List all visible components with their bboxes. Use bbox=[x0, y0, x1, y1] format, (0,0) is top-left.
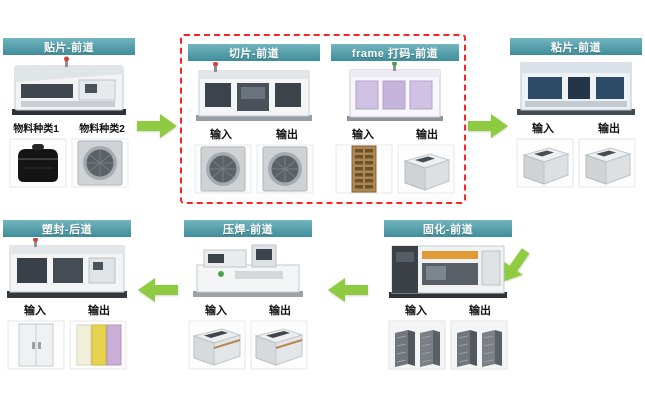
frame-laser-marking-machine-image bbox=[331, 61, 459, 125]
input-label: 输入 bbox=[532, 122, 554, 135]
die-bonder-machine-image bbox=[510, 55, 642, 119]
smt-mounter-machine-icon bbox=[9, 56, 129, 118]
station-title: 塑封-后道 bbox=[3, 220, 131, 237]
input-label: 输入 bbox=[205, 304, 227, 317]
station-title: 切片-前道 bbox=[188, 44, 320, 61]
wire-bonder-machine-image bbox=[184, 237, 312, 301]
io-label-row: 输入 输出 bbox=[3, 301, 131, 318]
flow-arrow-1 bbox=[137, 112, 177, 145]
colored-panel-stack-image bbox=[69, 320, 127, 370]
input-label: 物料种类1 bbox=[13, 124, 59, 135]
input-label: 输入 bbox=[405, 304, 427, 317]
dark-magazine-rack-image bbox=[450, 320, 508, 370]
io-label-row: 输入 输出 bbox=[184, 301, 312, 318]
smt-mounter-machine-image bbox=[3, 55, 135, 119]
arrow-left-icon bbox=[328, 276, 368, 304]
io-thumbnails bbox=[331, 144, 459, 196]
io-thumbnails bbox=[184, 320, 312, 372]
io-label-row: 输入 输出 bbox=[331, 125, 459, 142]
output-label: 输出 bbox=[269, 304, 291, 317]
curing-oven-machine-image bbox=[384, 237, 512, 301]
lead-frame-strip-image bbox=[335, 144, 393, 194]
arrow-right-icon bbox=[468, 112, 508, 140]
arrow-left-icon bbox=[138, 276, 178, 304]
station-title: 固化-前道 bbox=[384, 220, 512, 237]
output-label: 输出 bbox=[598, 122, 620, 135]
highlight-dashed-box bbox=[180, 34, 466, 204]
station-title: 压焊-前道 bbox=[184, 220, 312, 237]
die-bonder-machine-icon bbox=[516, 56, 636, 118]
wire-bonder-machine-icon bbox=[191, 238, 305, 300]
io-thumbnails bbox=[384, 320, 512, 372]
output-label: 输出 bbox=[276, 128, 298, 141]
io-label-row: 输入 输出 bbox=[510, 119, 642, 136]
station-wire-bonding: 压焊-前道 输入 输出 bbox=[184, 220, 312, 372]
black-carrier-bag-image bbox=[9, 138, 67, 188]
input-label: 输入 bbox=[352, 128, 374, 141]
dicing-saw-machine-image bbox=[188, 61, 320, 125]
output-label: 物料种类2 bbox=[79, 124, 125, 135]
flow-arrow-5 bbox=[138, 276, 178, 309]
magazine-box-image bbox=[516, 138, 574, 188]
io-thumbnails bbox=[510, 138, 642, 190]
dark-magazine-rack-image bbox=[388, 320, 446, 370]
arrow-right-icon bbox=[137, 112, 177, 140]
input-label: 输入 bbox=[210, 128, 232, 141]
flow-arrow-4 bbox=[328, 276, 368, 309]
white-cabinet-image bbox=[7, 320, 65, 370]
io-label-row: 输入 输出 bbox=[384, 301, 512, 318]
io-label-row: 物料种类1 物料种类2 bbox=[3, 119, 135, 136]
station-title: frame 打码-前道 bbox=[331, 44, 459, 61]
station-curing: 固化-前道 输入 输出 bbox=[384, 220, 512, 372]
magazine-box-image bbox=[578, 138, 636, 188]
station-die-bonding: 粘片-前道 输入 输出 bbox=[510, 38, 642, 190]
io-label-row: 输入 输出 bbox=[188, 125, 320, 142]
curing-oven-machine-icon bbox=[388, 238, 508, 300]
frame-laser-marking-machine-icon bbox=[345, 62, 445, 124]
wafer-film-frame-image bbox=[71, 138, 129, 188]
wafer-film-frame-image bbox=[194, 144, 252, 194]
output-label: 输出 bbox=[469, 304, 491, 317]
io-thumbnails bbox=[3, 138, 135, 190]
slot-carrier-box-image bbox=[188, 320, 246, 370]
flow-arrow-2 bbox=[468, 112, 508, 145]
io-thumbnails bbox=[3, 320, 131, 372]
station-dicing: 切片-前道 输入 输出 bbox=[188, 44, 320, 196]
molding-machine-image bbox=[3, 237, 131, 301]
wafer-film-frame-image bbox=[256, 144, 314, 194]
slot-carrier-box-image bbox=[250, 320, 308, 370]
station-title: 贴片-前道 bbox=[3, 38, 135, 55]
input-label: 输入 bbox=[24, 304, 46, 317]
output-label: 输出 bbox=[88, 304, 110, 317]
output-label: 输出 bbox=[416, 128, 438, 141]
station-molding: 塑封-后道 输入 输出 bbox=[3, 220, 131, 372]
station-frame-marking: frame 打码-前道 输入 输出 bbox=[331, 44, 459, 196]
io-thumbnails bbox=[188, 144, 320, 196]
station-smt-placement: 贴片-前道 物料种类1 物料种类2 bbox=[3, 38, 135, 190]
station-title: 粘片-前道 bbox=[510, 38, 642, 55]
dicing-saw-machine-icon bbox=[194, 62, 314, 124]
magazine-box-image bbox=[397, 144, 455, 194]
molding-machine-icon bbox=[6, 238, 128, 300]
